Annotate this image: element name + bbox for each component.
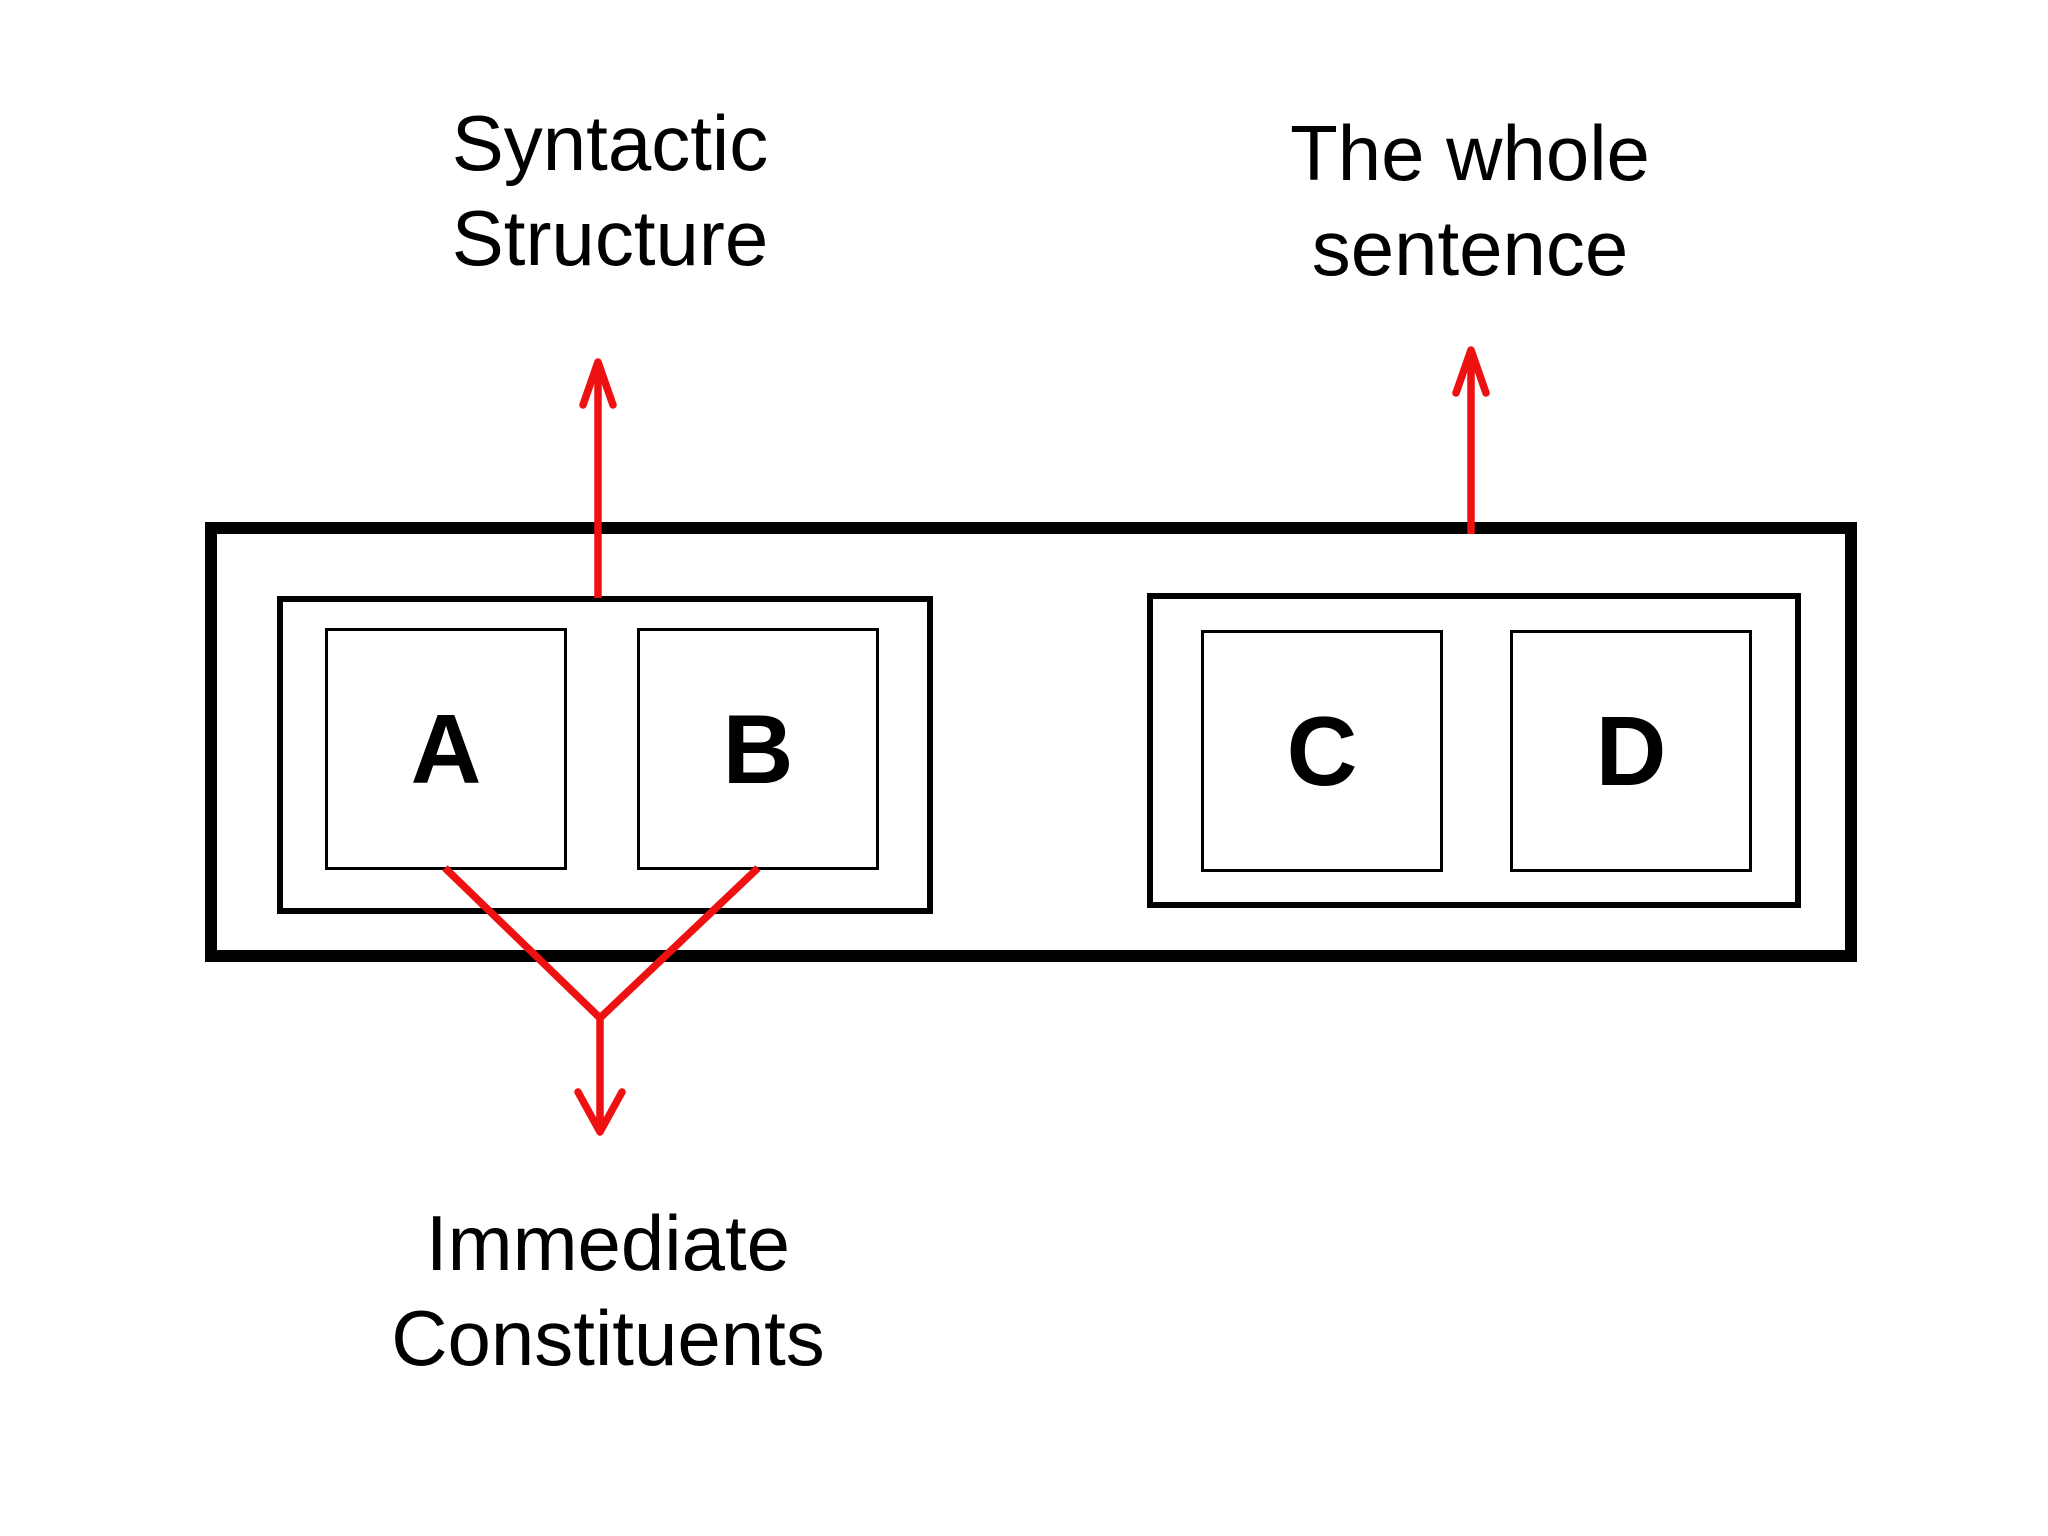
box-d: D	[1510, 630, 1752, 872]
box-a-label: A	[410, 694, 482, 804]
box-c-label: C	[1286, 696, 1358, 806]
down-arrowhead-icon	[574, 1088, 626, 1136]
box-a: A	[325, 628, 567, 870]
label-syntactic-structure: Syntactic Structure	[260, 96, 960, 286]
box-b-label: B	[722, 694, 794, 804]
label-whole-sentence-line2: sentence	[1311, 204, 1629, 292]
label-immediate-constituents-line1: Immediate	[425, 1199, 791, 1287]
label-syntactic-structure-line1: Syntactic	[451, 99, 769, 187]
box-c: C	[1201, 630, 1443, 872]
label-syntactic-structure-line2: Structure	[451, 194, 769, 282]
box-d-label: D	[1595, 696, 1667, 806]
up-arrowhead-icon	[1452, 346, 1490, 397]
up-arrowhead-icon	[579, 358, 617, 409]
whole-sentence-arrow	[1452, 346, 1490, 534]
label-immediate-constituents: Immediate Constituents	[258, 1196, 958, 1386]
label-immediate-constituents-line2: Constituents	[391, 1294, 825, 1382]
box-b: B	[637, 628, 879, 870]
label-whole-sentence-line1: The whole	[1290, 109, 1650, 197]
constituent-group-cd	[1147, 593, 1801, 908]
label-whole-sentence: The whole sentence	[1120, 106, 1820, 296]
